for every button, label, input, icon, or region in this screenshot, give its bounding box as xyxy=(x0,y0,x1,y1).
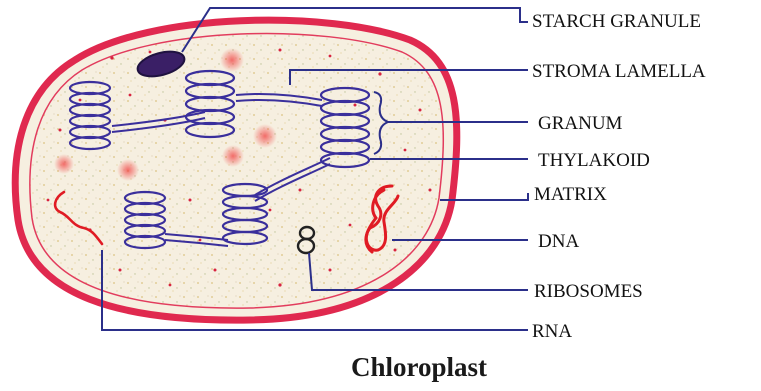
label-matrix: MATRIX xyxy=(534,184,607,205)
label-granum: GRANUM xyxy=(538,113,623,134)
label-starch-granule: STARCH GRANULE xyxy=(532,11,701,32)
label-thylakoid: THYLAKOID xyxy=(538,150,650,171)
label-stroma-lamella: STROMA LAMELLA xyxy=(532,61,706,82)
label-dna: DNA xyxy=(538,231,579,252)
label-rna: RNA xyxy=(532,321,572,342)
label-ribosomes: RIBOSOMES xyxy=(534,281,643,302)
diagram-title: Chloroplast xyxy=(351,352,487,382)
